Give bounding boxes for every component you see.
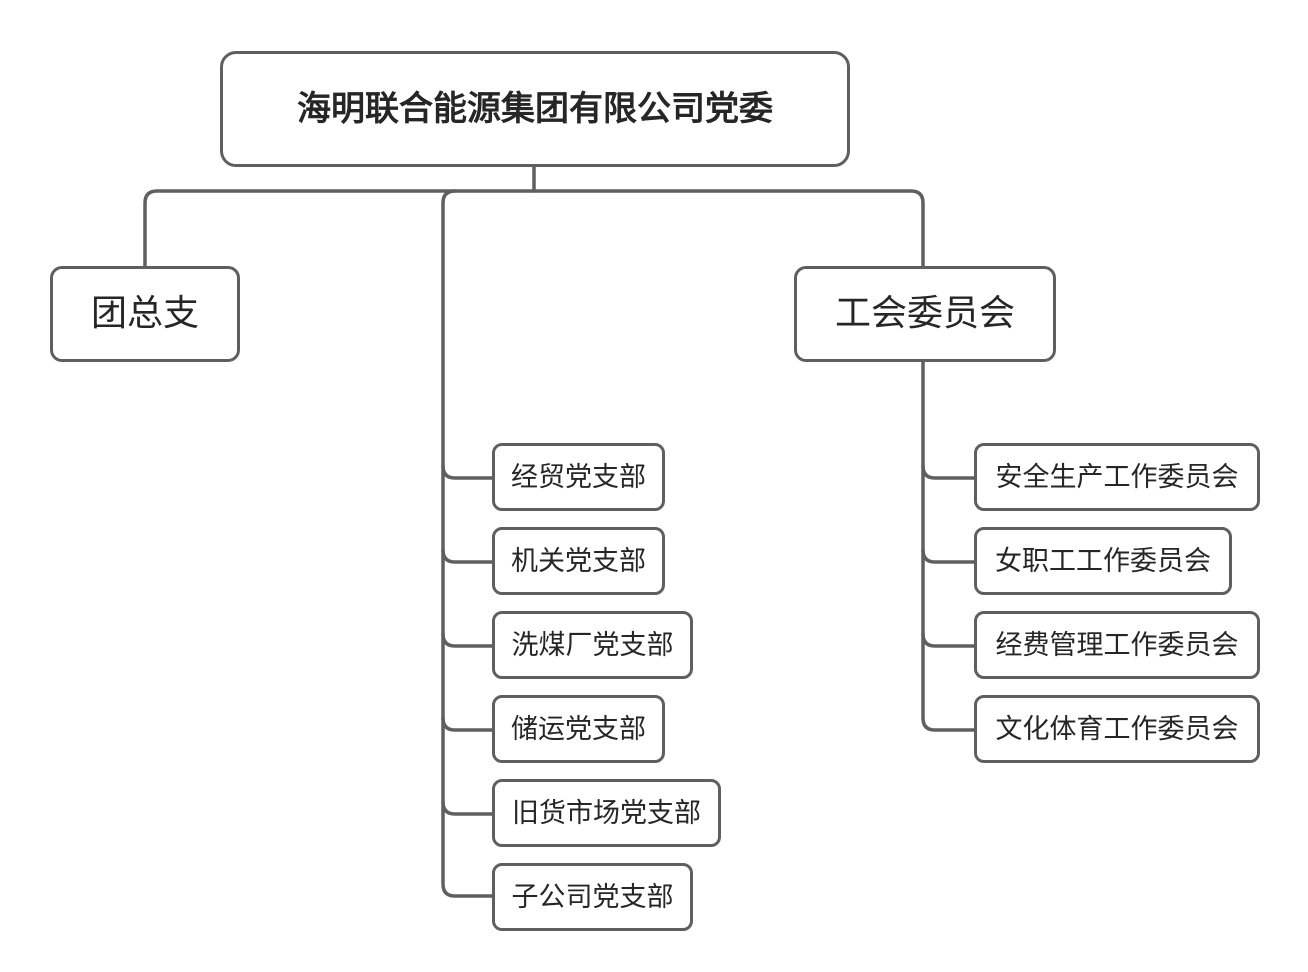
party-tick-4	[441, 800, 494, 816]
union-committee-node: 文化体育工作委员会	[974, 695, 1260, 763]
node-gonghui-label: 工会委员会	[834, 293, 1015, 334]
union-tick-1	[921, 548, 976, 564]
party-branch-label: 洗煤厂党支部	[511, 629, 674, 661]
party-branch-node: 洗煤厂党支部	[492, 611, 693, 679]
union-committee-node: 女职工工作委员会	[974, 527, 1232, 595]
party-tick-2	[441, 632, 494, 648]
party-branch-node: 旧货市场党支部	[492, 779, 721, 847]
union-committee-label: 安全生产工作委员会	[995, 461, 1239, 493]
union-spine	[921, 360, 976, 732]
root-node-label: 海明联合能源集团有限公司党委	[297, 89, 773, 129]
party-branch-node: 机关党支部	[492, 527, 665, 595]
party-branch-node: 经贸党支部	[492, 443, 665, 511]
union-tick-0	[921, 464, 976, 480]
party-branch-node: 子公司党支部	[492, 863, 693, 931]
union-committee-label: 文化体育工作委员会	[995, 713, 1239, 745]
party-branch-label: 机关党支部	[511, 545, 646, 577]
party-branch-label: 储运党支部	[511, 713, 646, 745]
node-tuanzongzhi-label: 团总支	[90, 293, 199, 334]
party-branch-label: 经贸党支部	[511, 461, 646, 493]
party-tick-0	[441, 464, 494, 480]
node-tuanzongzhi: 团总支	[50, 266, 240, 362]
union-committee-node: 经费管理工作委员会	[974, 611, 1260, 679]
party-tick-1	[441, 548, 494, 564]
party-tick-3	[441, 716, 494, 732]
union-committee-label: 女职工工作委员会	[995, 545, 1211, 577]
root-node: 海明联合能源集团有限公司党委	[220, 51, 850, 167]
union-tick-2	[921, 632, 976, 648]
union-committee-node: 安全生产工作委员会	[974, 443, 1260, 511]
party-branch-label: 旧货市场党支部	[512, 797, 701, 829]
party-branch-label: 子公司党支部	[511, 881, 674, 913]
level1-bus-line	[143, 189, 925, 268]
union-committee-label: 经费管理工作委员会	[995, 629, 1239, 661]
party-spine-top	[441, 189, 494, 898]
node-gonghui: 工会委员会	[794, 266, 1056, 362]
party-branch-node: 储运党支部	[492, 695, 665, 763]
